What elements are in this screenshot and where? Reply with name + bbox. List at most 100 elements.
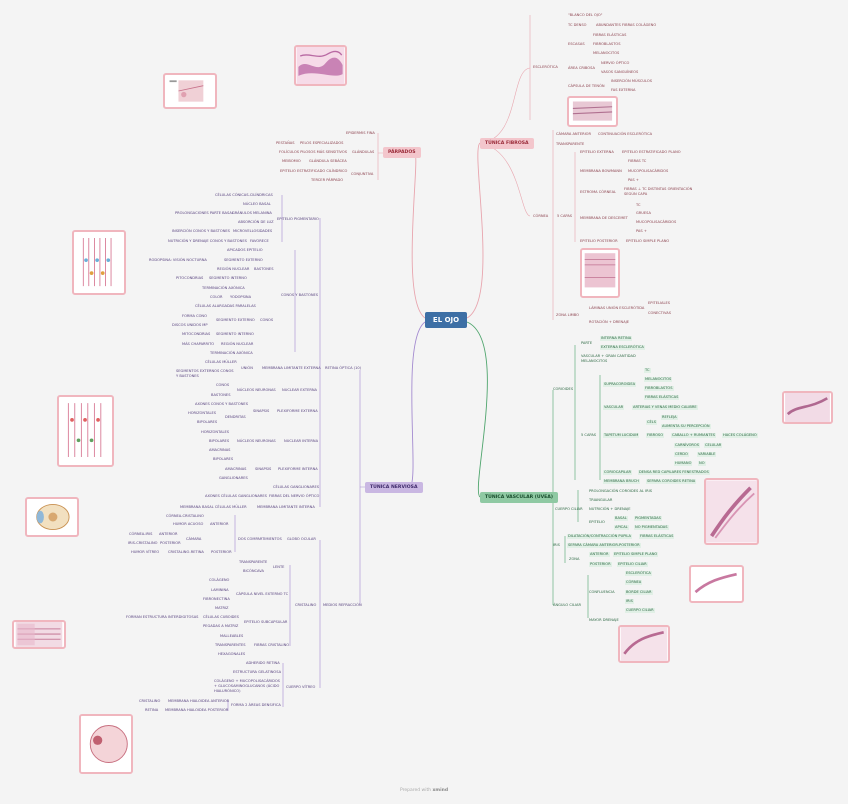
node-externa-esclerotica[interactable]: EXTERNA ESCLERÓTICA xyxy=(600,345,645,350)
node-malleables[interactable]: MALLEABLES xyxy=(220,634,244,638)
node-posterior-iris[interactable]: POSTERIOR xyxy=(589,562,612,567)
node-retina-mh[interactable]: RETINA xyxy=(145,708,159,712)
node-fibras-nervio[interactable]: FIBRAS DEL NERVIO ÓPTICO xyxy=(269,494,320,498)
node-celulas-alargadas[interactable]: CÉLULAS ALARGADAS PARALELAS xyxy=(195,304,256,308)
node-dos-compartimientos[interactable]: DOS COMPARTIMIENTOS xyxy=(238,537,282,541)
node-ganglionares[interactable]: GANGLIONARES xyxy=(219,476,248,480)
node-bipolares-3[interactable]: BIPOLARES xyxy=(213,457,234,461)
node-separa-camara[interactable]: SEPARA CÁMARA ANTERIOR-POSTERIOR xyxy=(567,543,641,548)
node-interdigitosas[interactable]: FORMAN ESTRUCTURA INTERDIGITOSAS xyxy=(126,615,199,619)
node-segmentos-externos[interactable]: SEGMENTOS EXTERNOS CONOS Y BASTONES xyxy=(176,369,234,378)
node-union[interactable]: UNIÓN xyxy=(241,366,253,370)
node-pegadas-matriz[interactable]: PEGADAS A MATRIZ xyxy=(203,624,239,628)
node-vasos[interactable]: VASOS SANGUÍNEOS xyxy=(601,70,639,74)
node-pelos-especializados[interactable]: PELOS ESPECIALIZADOS xyxy=(300,141,344,145)
node-membrana-basal-muller[interactable]: MEMBRANA BASAL CÉLULAS MÜLLER xyxy=(180,505,247,509)
node-vascular-capa[interactable]: VASCULAR xyxy=(603,405,625,410)
histology-image-iris[interactable] xyxy=(689,565,744,603)
node-posterior-cam[interactable]: POSTERIOR xyxy=(160,541,181,545)
node-confluencia[interactable]: CONFLUENCIA xyxy=(589,590,615,594)
branch-tunica-vascular[interactable]: TÚNICA VASCULAR (UVEA) xyxy=(480,492,558,503)
node-pestanas[interactable]: PESTAÑAS xyxy=(276,141,295,145)
node-mucopolisacaridos-2[interactable]: MUCOPOLISACÁRIDOS xyxy=(636,220,677,224)
node-terminacion-axonica-c[interactable]: TERMINACIÓN AXÓNICA xyxy=(210,351,253,355)
node-pas-1[interactable]: PAS + xyxy=(628,178,639,182)
node-fibras-elasticas[interactable]: FIBRAS ELÁSTICAS xyxy=(593,33,627,37)
node-anterior-cam[interactable]: ANTERIOR xyxy=(159,532,178,536)
node-capsula-tenon[interactable]: CÁPSULA DE TENÓN xyxy=(568,84,605,88)
node-apicados-epitelio[interactable]: APICADOS EPITELIO xyxy=(227,248,263,252)
node-meibomio[interactable]: MEIBOMIO xyxy=(282,159,301,163)
node-forma-2-areas[interactable]: FORMA 2 ÁREAS DENSIFICA xyxy=(231,703,281,707)
node-fibras-orientacion[interactable]: FIBRAS ⊥ TC DISTINTAS ORIENTACIÓN SEGÚN … xyxy=(624,187,693,196)
node-epitelio-pigmentario[interactable]: EPITELIO PIGMENTARIO xyxy=(277,217,319,221)
node-fibras-elasticas-coroides[interactable]: FIBRAS ELÁSTICAS xyxy=(644,395,680,400)
node-refleja[interactable]: REFLEJA xyxy=(661,415,678,420)
node-escasas[interactable]: ESCASAS xyxy=(568,42,585,46)
node-celulas-muller[interactable]: CÉLULAS MÜLLER xyxy=(205,360,237,364)
node-glandula-sebacea[interactable]: GLÁNDULA SEBÁCEA xyxy=(309,159,347,163)
node-nucleo-basal[interactable]: NÚCLEO BASAL xyxy=(243,202,271,206)
node-granulos-melanina[interactable]: GRÁNULOS MELANINA xyxy=(232,211,272,215)
node-fibras-cristalino[interactable]: FIBRAS CRISTALINO xyxy=(254,643,290,647)
node-cornea-cristalino[interactable]: CÓRNEA-CRISTALINO xyxy=(166,514,204,518)
node-angulo-ciliar[interactable]: ÁNGULO CILIAR xyxy=(553,603,581,607)
branch-tunica-fibrosa[interactable]: TÚNICA FIBROSA xyxy=(480,138,534,149)
node-nuclear-externa[interactable]: NUCLEAR EXTERNA xyxy=(282,388,317,392)
node-membrana-bowmann[interactable]: MEMBRANA BOWMANN xyxy=(580,169,622,173)
node-nutricion-conos[interactable]: NUTRICIÓN Y DRENAJE CONOS Y BASTONES xyxy=(168,239,247,243)
node-yodopsina[interactable]: YODOPSINA xyxy=(230,295,252,299)
node-humor-acuoso[interactable]: HUMOR ACUOSO xyxy=(173,522,204,526)
node-cornea-iris[interactable]: CÓRNEA-IRIS xyxy=(129,532,153,536)
node-fas-externa[interactable]: FAS EXTERNA xyxy=(611,88,636,92)
node-nucleos-neuronas-int[interactable]: NÚCLEOS NEURONAS xyxy=(237,439,276,443)
node-humor-vitreo[interactable]: HUMOR VÍTREO xyxy=(131,550,160,554)
node-epitelio-ciliar-iris[interactable]: EPITELIO CILIAR xyxy=(617,562,648,567)
node-transparente[interactable]: TRANSPARENTE xyxy=(556,142,585,146)
node-nuclear-interna[interactable]: NUCLEAR INTERNA xyxy=(284,439,319,443)
node-nervio-optico[interactable]: NERVIO ÓPTICO xyxy=(601,61,630,65)
node-cuerpo-ciliar[interactable]: CUERPO CILIAR xyxy=(555,507,583,511)
node-axones-ganglionares[interactable]: AXONES CÉLULAS GANGLIONARES xyxy=(205,494,267,498)
node-adherido-retina[interactable]: ADHERIDO RETINA xyxy=(246,661,280,665)
node-epiteliales[interactable]: EPITELIALES xyxy=(648,301,671,305)
node-fibras-tc[interactable]: FIBRAS TC xyxy=(628,159,647,163)
node-epitelio-simple-iris[interactable]: EPITELIO SIMPLE PLANO xyxy=(613,552,659,557)
node-interna-retina[interactable]: INTERNA RETINA xyxy=(600,336,633,341)
branch-parpados[interactable]: PÁRPADOS xyxy=(383,147,421,158)
node-pas-2[interactable]: PAS + xyxy=(636,229,647,233)
node-rotacion-drenaje[interactable]: ROTACIÓN + DRENAJE xyxy=(589,320,630,324)
node-continuacion-esclerotica[interactable]: CONTINUACIÓN ESCLERÓTICA xyxy=(598,132,653,136)
node-estroma-corneal[interactable]: ESTROMA CÓRNEAL xyxy=(580,190,617,194)
node-colageno-muco[interactable]: COLÁGENO + MUCOPOLISACÁRIDOS + GLUCOSAMI… xyxy=(214,679,280,693)
node-epitelio-subcapsular[interactable]: EPITELIO SUBCAPSULAR xyxy=(244,620,288,624)
node-epitelio-externa[interactable]: EPITELIO EXTERNA xyxy=(580,150,614,154)
node-laminas-union[interactable]: LÁMINAS UNIÓN ESCLERÓTIDA xyxy=(589,306,645,310)
node-mitocondrias[interactable]: MITOCONDRIAS xyxy=(182,332,211,336)
node-dilatacion-pupila[interactable]: DILATACIÓN/CONTRACCIÓN PUPILA xyxy=(567,534,632,539)
node-capsula-tc[interactable]: CÁPSULA NIVEL EXTERNO TC xyxy=(236,592,289,596)
node-globo-ocular[interactable]: GLOBO OCULAR xyxy=(287,537,316,541)
node-mayor-drenaje[interactable]: MAYOR DRENAJE xyxy=(589,618,619,622)
node-epitelio-simple-plano[interactable]: EPITELIO SIMPLE PLANO xyxy=(626,239,670,243)
node-foliculos[interactable]: FOLÍCULOS PILOSOS MÁS SENSITIVOS xyxy=(279,150,348,154)
node-tc[interactable]: TC xyxy=(636,203,641,207)
node-lente[interactable]: LENTE xyxy=(273,565,285,569)
branch-tunica-nerviosa[interactable]: TÚNICA NERVIOSA xyxy=(365,482,423,493)
node-camara-anterior[interactable]: CÁMARA ANTERIOR xyxy=(556,132,591,136)
node-cristalino-mh[interactable]: CRISTALINO xyxy=(139,699,161,703)
node-color[interactable]: COLOR xyxy=(210,295,223,299)
node-membrana-bruch[interactable]: MEMBRANA BRUCH xyxy=(603,479,640,484)
node-insercion-conos[interactable]: INSERCIÓN CONOS Y BASTONES xyxy=(172,229,230,233)
node-tapetum-lucidum[interactable]: TAPETUM LUCIDUM xyxy=(603,433,640,438)
node-separa-coroides[interactable]: SEPARA COROIDES RETINA xyxy=(646,479,697,484)
node-no-pigmentadas[interactable]: NO PIGMENTADAS xyxy=(634,525,669,530)
node-mucopolisacaridos-1[interactable]: MUCOPOLISACÁRIDOS xyxy=(628,169,669,173)
node-prolongaciones-basal[interactable]: PROLONGACIONES PARTE BASAL xyxy=(175,211,234,215)
histology-image-cuerpo-ciliar[interactable] xyxy=(704,478,759,545)
node-corioides[interactable]: CORIOIDES xyxy=(553,387,574,391)
node-parte[interactable]: PARTE xyxy=(581,341,593,345)
node-camara[interactable]: CÁMARA xyxy=(186,537,202,541)
node-pitocondrias[interactable]: PITOCONDRIAS xyxy=(176,276,204,280)
node-rodopsina[interactable]: RODOPSINA: VISIÓN NOCTURNA xyxy=(149,258,207,262)
